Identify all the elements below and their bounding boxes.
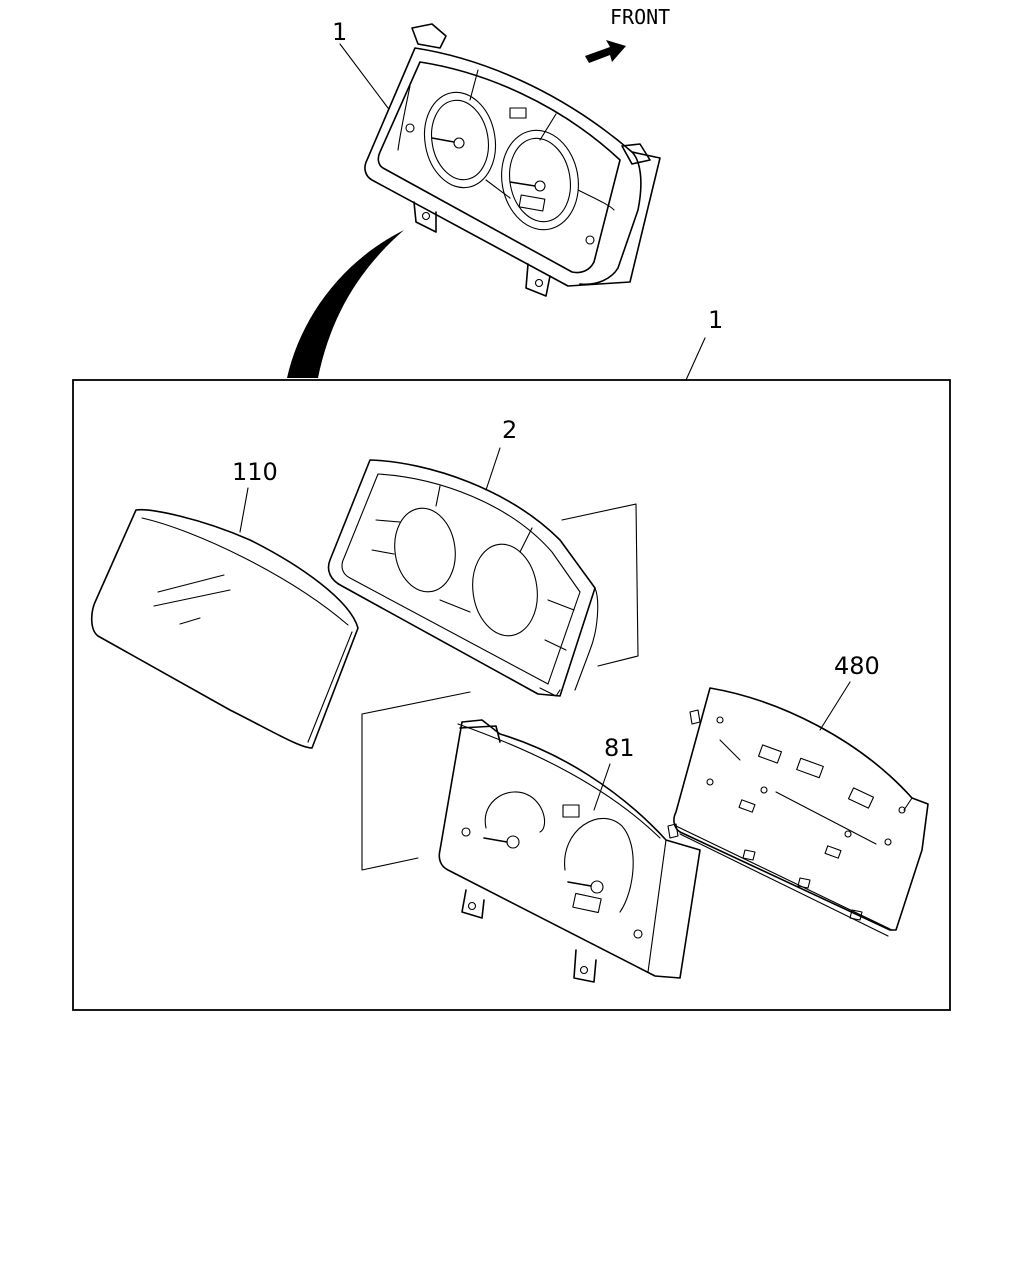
front-arrow-icon bbox=[585, 40, 626, 63]
exploded-parts-frame bbox=[72, 379, 951, 1011]
turn-signal-right-icon-81 bbox=[633, 929, 643, 939]
turn-signal-right-icon bbox=[585, 235, 595, 245]
callout-110: 110 bbox=[232, 458, 278, 486]
part-case: 2 bbox=[327, 416, 599, 697]
front-direction-indicator: FRONT bbox=[585, 5, 670, 63]
callout-480: 480 bbox=[834, 652, 880, 680]
part-dial-plate: 81 bbox=[438, 719, 701, 983]
callout-2: 2 bbox=[502, 416, 517, 444]
turn-signal-left-icon-81 bbox=[461, 827, 471, 837]
part-lens: 110 bbox=[90, 458, 359, 749]
part-circuit-board: 480 bbox=[667, 652, 929, 937]
front-label: FRONT bbox=[610, 5, 670, 29]
group-bracket-left bbox=[361, 691, 471, 871]
turn-signal-left-icon bbox=[405, 123, 415, 133]
callout-81: 81 bbox=[604, 734, 635, 762]
callout-1-top: 1 bbox=[332, 18, 347, 46]
callout-1-box: 1 bbox=[708, 306, 723, 334]
exploded-view-arrow bbox=[287, 230, 404, 378]
group-bracket-right bbox=[561, 503, 639, 667]
instrument-cluster-assembly: 1 bbox=[332, 18, 661, 297]
